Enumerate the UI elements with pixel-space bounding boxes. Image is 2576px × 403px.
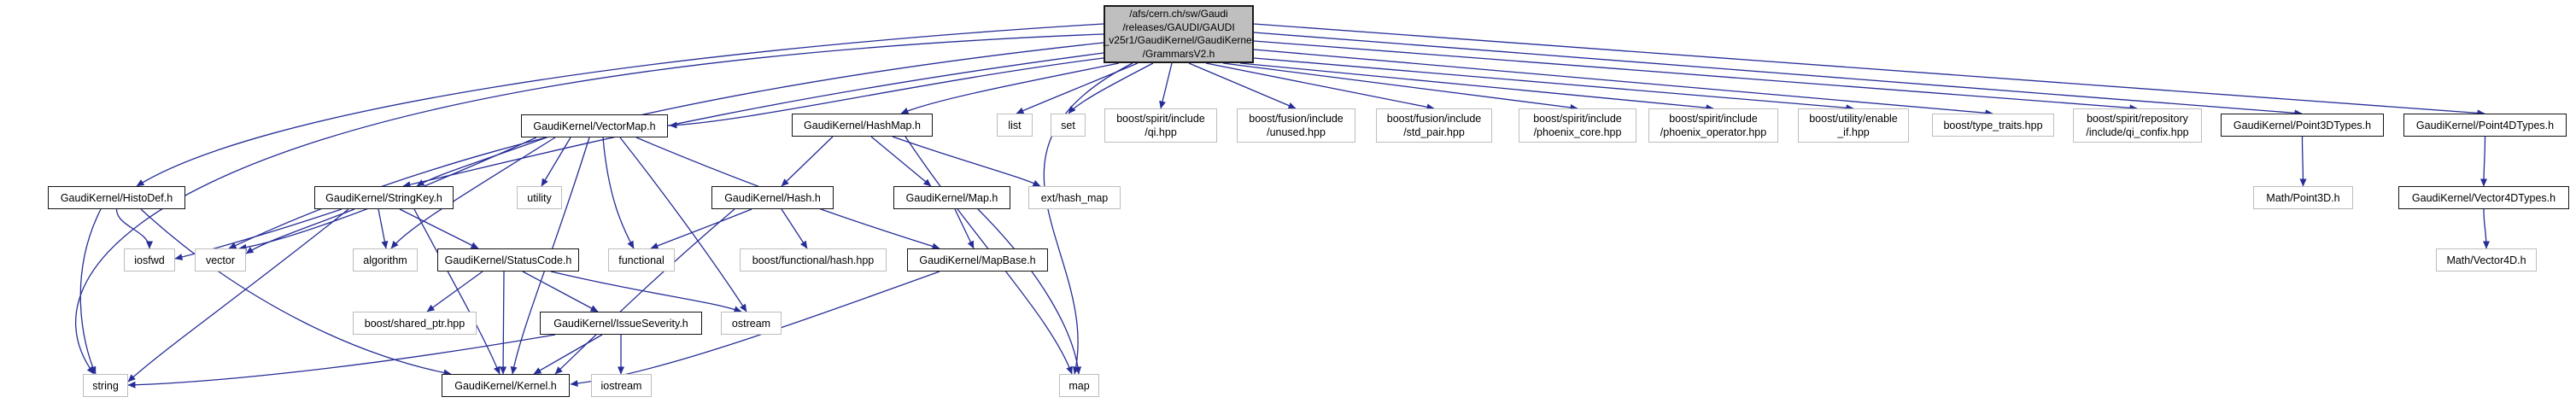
edge-root-qi_confix (1253, 40, 2138, 112)
edge-histodef-string (79, 208, 102, 375)
node-set: set (1051, 114, 1086, 137)
edge-root-phoenix_operator (1239, 62, 1714, 112)
edge-issueseverity-string (127, 334, 556, 388)
node-vectormap[interactable]: GaudiKernel/VectorMap.h (521, 114, 668, 137)
edge-vectormap-functional (602, 137, 635, 249)
edge-root-point3dtypes (1253, 32, 2303, 117)
edge-root-type_traits (1253, 49, 1993, 117)
edge-point3dtypes-math_point3d (2299, 136, 2307, 187)
edge-hash_h-kernel (554, 208, 735, 375)
node-functional: functional (608, 248, 675, 272)
edge-hashmap-map (905, 136, 1073, 375)
node-hash_h[interactable]: GaudiKernel/Hash.h (711, 186, 834, 209)
node-point4dtypes[interactable]: GaudiKernel/Point4DTypes.h (2403, 114, 2567, 137)
node-issueseverity[interactable]: GaudiKernel/IssueSeverity.h (540, 312, 702, 335)
edge-hashmap-map_h (870, 136, 932, 187)
node-hashmap[interactable]: GaudiKernel/HashMap.h (792, 114, 933, 137)
node-unused_hpp: boost/fusion/include /unused.hpp (1237, 108, 1355, 143)
node-utility: utility (517, 186, 562, 209)
node-list: list (997, 114, 1033, 137)
node-boost_hash: boost/functional/hash.hpp (740, 248, 887, 272)
edge-histodef-kernel (140, 208, 452, 377)
edge-root-histodef (136, 23, 1104, 187)
node-phoenix_operator: boost/spirit/include /phoenix_operator.h… (1648, 108, 1778, 143)
node-point3dtypes[interactable]: GaudiKernel/Point3DTypes.h (2221, 114, 2384, 137)
edge-hashmap-ext_hash_map (892, 136, 1041, 187)
node-ext_hash_map: ext/hash_map (1028, 186, 1121, 209)
node-qi_hpp: boost/spirit/include /qi.hpp (1104, 108, 1217, 143)
edge-map_h-map (977, 208, 1082, 375)
edge-stringkey-string (127, 208, 349, 383)
edge-vector4dtypes-math_vector4d (2482, 208, 2490, 249)
edge-stringkey-iosfwd (174, 208, 342, 260)
node-histodef[interactable]: GaudiKernel/HistoDef.h (48, 186, 185, 209)
node-statuscode[interactable]: GaudiKernel/StatusCode.h (437, 248, 579, 272)
node-ostream: ostream (721, 312, 782, 335)
node-iostream: iostream (591, 374, 652, 397)
edge-vectormap-mapbase (635, 137, 940, 250)
edge-hash_h-functional (650, 208, 752, 249)
node-vector4dtypes[interactable]: GaudiKernel/Vector4DTypes.h (2398, 186, 2569, 209)
edge-statuscode-issueseverity (522, 271, 599, 312)
node-math_vector4d: Math/Vector4D.h (2436, 248, 2537, 272)
edge-root-unused_hpp (1188, 62, 1297, 109)
node-qi_confix: boost/spirit/repository /include/qi_conf… (2073, 108, 2202, 143)
edge-histodef-iosfwd (115, 208, 153, 249)
node-std_pair_hpp: boost/fusion/include /std_pair.hpp (1376, 108, 1492, 143)
edge-root-string (75, 33, 1104, 375)
node-type_traits: boost/type_traits.hpp (1932, 114, 2054, 137)
edge-issueseverity-kernel (533, 334, 603, 375)
edge-stringkey-algorithm (378, 208, 389, 249)
node-math_point3d: Math/Point3D.h (2253, 186, 2353, 209)
edge-hash_h-boost_hash (781, 208, 808, 249)
edge-point4dtypes-vector4dtypes (2480, 136, 2488, 187)
edge-statuscode-ostream (550, 271, 742, 313)
edge-statuscode-shared_ptr (426, 271, 483, 312)
edge-stringkey-statuscode (399, 208, 479, 249)
edge-hashmap-hash_h (781, 136, 834, 187)
node-phoenix_core: boost/spirit/include /phoenix_core.hpp (1519, 108, 1636, 143)
node-mapbase[interactable]: GaudiKernel/MapBase.h (907, 248, 1048, 272)
node-root: /afs/cern.ch/sw/Gaudi /releases/GAUDI/GA… (1104, 5, 1254, 63)
node-string: string (83, 374, 128, 397)
edge-root-hashmap (900, 62, 1120, 114)
node-iosfwd: iosfwd (124, 248, 175, 272)
edge-vectormap-ostream (619, 137, 747, 312)
edge-statuscode-kernel (500, 271, 507, 375)
edge-vectormap-stringkey (416, 137, 547, 187)
edge-stringkey-kernel (413, 208, 501, 375)
node-algorithm: algorithm (353, 248, 418, 272)
node-map_h[interactable]: GaudiKernel/Map.h (893, 186, 1010, 209)
edge-vectormap-kernel (510, 137, 590, 375)
edge-root-vector (228, 42, 1104, 249)
node-stringkey[interactable]: GaudiKernel/StringKey.h (314, 186, 454, 209)
edge-root-vectormap (669, 57, 1104, 129)
edge-root-qi_hpp (1159, 62, 1173, 109)
edge-vectormap-utility (541, 137, 571, 187)
edge-map_h-mapbase (954, 208, 975, 249)
edge-root-enable_if (1253, 57, 1854, 112)
node-vector: vector (195, 248, 246, 272)
node-kernel[interactable]: GaudiKernel/Kernel.h (442, 374, 570, 397)
node-shared_ptr: boost/shared_ptr.hpp (353, 312, 477, 335)
node-enable_if: boost/utility/enable _if.hpp (1798, 108, 1909, 143)
edge-root-set (1068, 62, 1154, 114)
edge-root-std_pair_hpp (1205, 62, 1435, 111)
node-map: map (1059, 374, 1099, 397)
edge-stringkey-vector (245, 208, 355, 254)
edge-root-point4dtypes (1253, 23, 2485, 117)
edge-root-phoenix_core (1222, 62, 1578, 111)
